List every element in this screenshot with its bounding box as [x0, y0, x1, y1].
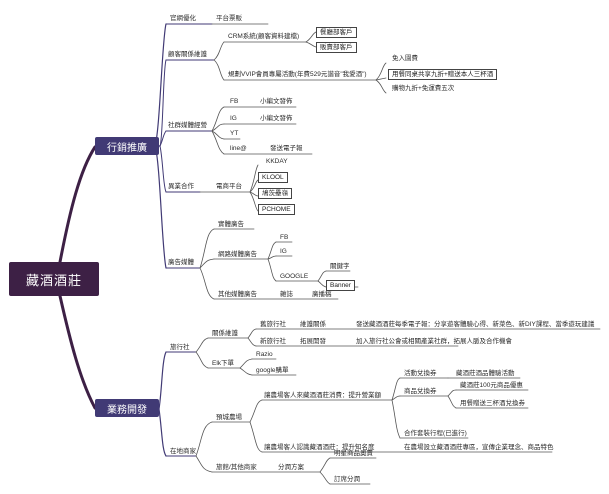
- node-fb-posts[interactable]: 小編文發佈: [260, 98, 293, 105]
- node-banner[interactable]: Banner: [326, 280, 355, 291]
- node-travel-agency[interactable]: 旅行社: [170, 344, 190, 351]
- root-node[interactable]: 藏酒酒莊: [9, 262, 99, 296]
- node-advertising[interactable]: 廣告媒體: [168, 259, 194, 266]
- node-activity-voucher[interactable]: 活動兌換券: [404, 370, 437, 377]
- node-100-discount[interactable]: 藏酒莊100元商品優惠: [460, 382, 523, 389]
- node-local-business[interactable]: 在地商家: [170, 448, 196, 455]
- node-ads-ig[interactable]: IG: [280, 248, 287, 255]
- branch-business-dev[interactable]: 業務開發: [95, 399, 159, 417]
- node-profit-sharing[interactable]: 分潤方案: [278, 464, 304, 471]
- node-boost-revenue[interactable]: 讓農場客人來藏酒酒莊消費：提升營業額: [264, 392, 381, 399]
- node-pchome[interactable]: PCHOME: [258, 204, 295, 215]
- node-fb[interactable]: FB: [230, 98, 239, 105]
- node-vvip-plan[interactable]: 規劃VVIP會員專屬活動(年費529元諧音"我愛酒"): [228, 71, 367, 78]
- node-join-associations[interactable]: 加入旅行社公會或相關產業社群，拓展人脈及合作機會: [356, 338, 512, 345]
- node-website-optimization[interactable]: 官網優化: [170, 15, 196, 22]
- node-maintain-relations[interactable]: 維護關係: [300, 321, 326, 328]
- node-expand-development[interactable]: 拓展開發: [300, 338, 326, 345]
- node-free-entry[interactable]: 免入園費: [392, 55, 418, 62]
- node-boost-awareness[interactable]: 讓農場客人認識藏酒酒莊：提升知名度: [264, 444, 375, 451]
- node-restaurant-clients[interactable]: 餐廳部客戶: [316, 27, 357, 38]
- node-shop-clients[interactable]: 販賣部客戶: [316, 42, 357, 53]
- node-razio[interactable]: Razio: [256, 351, 273, 358]
- node-platform-tickets[interactable]: 平台票販: [216, 15, 242, 22]
- node-physical-ads[interactable]: 實體廣告: [218, 221, 244, 228]
- node-reservation-sharing[interactable]: 訂席分潤: [334, 476, 360, 483]
- node-radio[interactable]: 廣播稿: [312, 291, 332, 298]
- node-wine-experience[interactable]: 藏酒莊酒品體驗活動: [456, 370, 515, 377]
- node-google-orders[interactable]: google購單: [256, 367, 289, 374]
- node-yt[interactable]: YT: [230, 130, 239, 137]
- node-online-ads[interactable]: 網路媒體廣告: [218, 251, 257, 258]
- node-magazine[interactable]: 雜誌: [280, 291, 293, 298]
- node-line[interactable]: line@: [230, 145, 247, 152]
- node-relationship-maintenance[interactable]: 關係維護: [212, 330, 238, 337]
- node-ig-posts[interactable]: 小編文發佈: [260, 115, 293, 122]
- node-crm[interactable]: CRM系統(顧客資料建檔): [228, 33, 300, 40]
- node-partner-store[interactable]: 鳩茨壘嶺: [258, 188, 292, 199]
- branch-marketing[interactable]: 行銷推廣: [95, 137, 159, 155]
- node-ig[interactable]: IG: [230, 115, 237, 122]
- node-klool[interactable]: KLOOL: [258, 172, 288, 183]
- node-hotels-others[interactable]: 旅館/其他商家: [216, 464, 257, 471]
- node-other-ads[interactable]: 其他媒體廣告: [218, 291, 257, 298]
- node-dining-discount[interactable]: 用餐同桌共享九折+贈送本人三杯酒: [388, 69, 498, 80]
- node-ads-fb[interactable]: FB: [280, 234, 289, 241]
- node-customer-relations[interactable]: 顧客關係維護: [168, 51, 207, 58]
- node-ecommerce[interactable]: 電商平台: [216, 183, 242, 190]
- node-star-product[interactable]: 明星商品奧賣: [334, 450, 373, 457]
- node-kkday[interactable]: KKDAY: [266, 158, 288, 165]
- node-cross-industry[interactable]: 異業合作: [168, 183, 194, 190]
- node-three-wine-voucher[interactable]: 用餐贈送三杯酒兌換券: [460, 400, 525, 407]
- node-keywords[interactable]: 關鍵字: [330, 263, 350, 270]
- node-product-voucher[interactable]: 商品兌換券: [404, 388, 437, 395]
- node-package-tour[interactable]: 合作套裝行程(已進行): [404, 430, 467, 437]
- node-farm-zone[interactable]: 在農場設立藏酒酒莊專區，宣傳企業理念、商品特色: [404, 444, 554, 451]
- node-farm[interactable]: 預城農場: [216, 414, 242, 421]
- node-quarterly-newsletter[interactable]: 發送藏酒酒莊每季電子報：分享遊客體驗心得、新菜色、新DIY課程、當季遊玩建議: [356, 321, 595, 328]
- node-online-ordering[interactable]: Elk下單: [212, 360, 235, 367]
- node-new-agencies[interactable]: 新旅行社: [260, 338, 286, 345]
- node-google[interactable]: GOOGLE: [280, 273, 309, 280]
- node-shopping-discount[interactable]: 購物九折+免運費五次: [392, 85, 455, 92]
- node-existing-agencies[interactable]: 舊旅行社: [260, 321, 286, 328]
- node-social-media[interactable]: 社群媒體經營: [168, 122, 207, 129]
- node-newsletter[interactable]: 發送電子報: [270, 145, 303, 152]
